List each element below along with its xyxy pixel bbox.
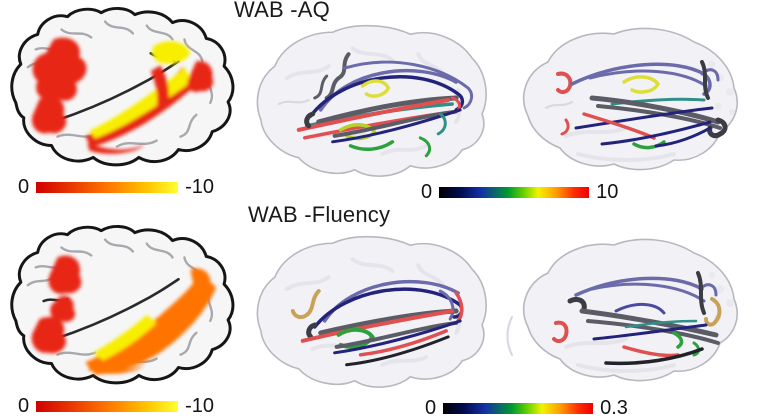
- fiber-tracts: [296, 52, 474, 158]
- colorbar-min-label: 0: [425, 397, 437, 419]
- colorbar-max-label: 10: [596, 181, 619, 203]
- spectrum-gradient-bar: [443, 402, 594, 414]
- brain-tracts-fluency-medial: [506, 238, 738, 382]
- faint-sulci: [564, 271, 734, 373]
- fiber-tracts: [556, 60, 728, 150]
- brain-tracts-aq-medial: [523, 27, 738, 171]
- brain-tracts-fluency-lateral: [256, 235, 487, 388]
- heatmap-overlay: [31, 255, 217, 375]
- brain-heatmap-fluency-lateral: [10, 224, 235, 385]
- heat-colorbar-fluency: 0 -10: [18, 396, 214, 416]
- row-title-fluency: WAB -Fluency: [248, 202, 391, 227]
- spectrum-gradient-bar: [439, 186, 590, 198]
- glass-brain-outline: [523, 238, 738, 382]
- fiber-tracts: [552, 271, 722, 366]
- brain-heatmap-aq-lateral: [10, 6, 235, 167]
- faint-sulci: [544, 60, 735, 162]
- row-title-aq: WAB -AQ: [234, 0, 330, 22]
- heat-gradient-bar: [36, 181, 179, 193]
- fiber-tracts: [290, 280, 464, 367]
- heat-colorbar-aq: 0 -10: [18, 177, 214, 197]
- adjacent-brain-sliver: [506, 315, 514, 357]
- heatmap-overlay: [31, 37, 214, 154]
- colorbar-min-label: 0: [18, 176, 30, 198]
- colorbar-max-label: -10: [185, 395, 215, 417]
- tract-colorbar-fluency: 0 0.3: [425, 398, 628, 418]
- glass-brain-outline: [523, 27, 738, 171]
- colorbar-min-label: 0: [421, 181, 433, 203]
- brain-tracts-aq-lateral: [256, 24, 487, 177]
- colorbar-max-label: 0.3: [600, 397, 628, 419]
- tract-colorbar-aq: 0 10: [421, 182, 618, 202]
- colorbar-max-label: -10: [185, 176, 215, 198]
- heat-gradient-bar: [36, 400, 179, 412]
- colorbar-min-label: 0: [18, 395, 30, 417]
